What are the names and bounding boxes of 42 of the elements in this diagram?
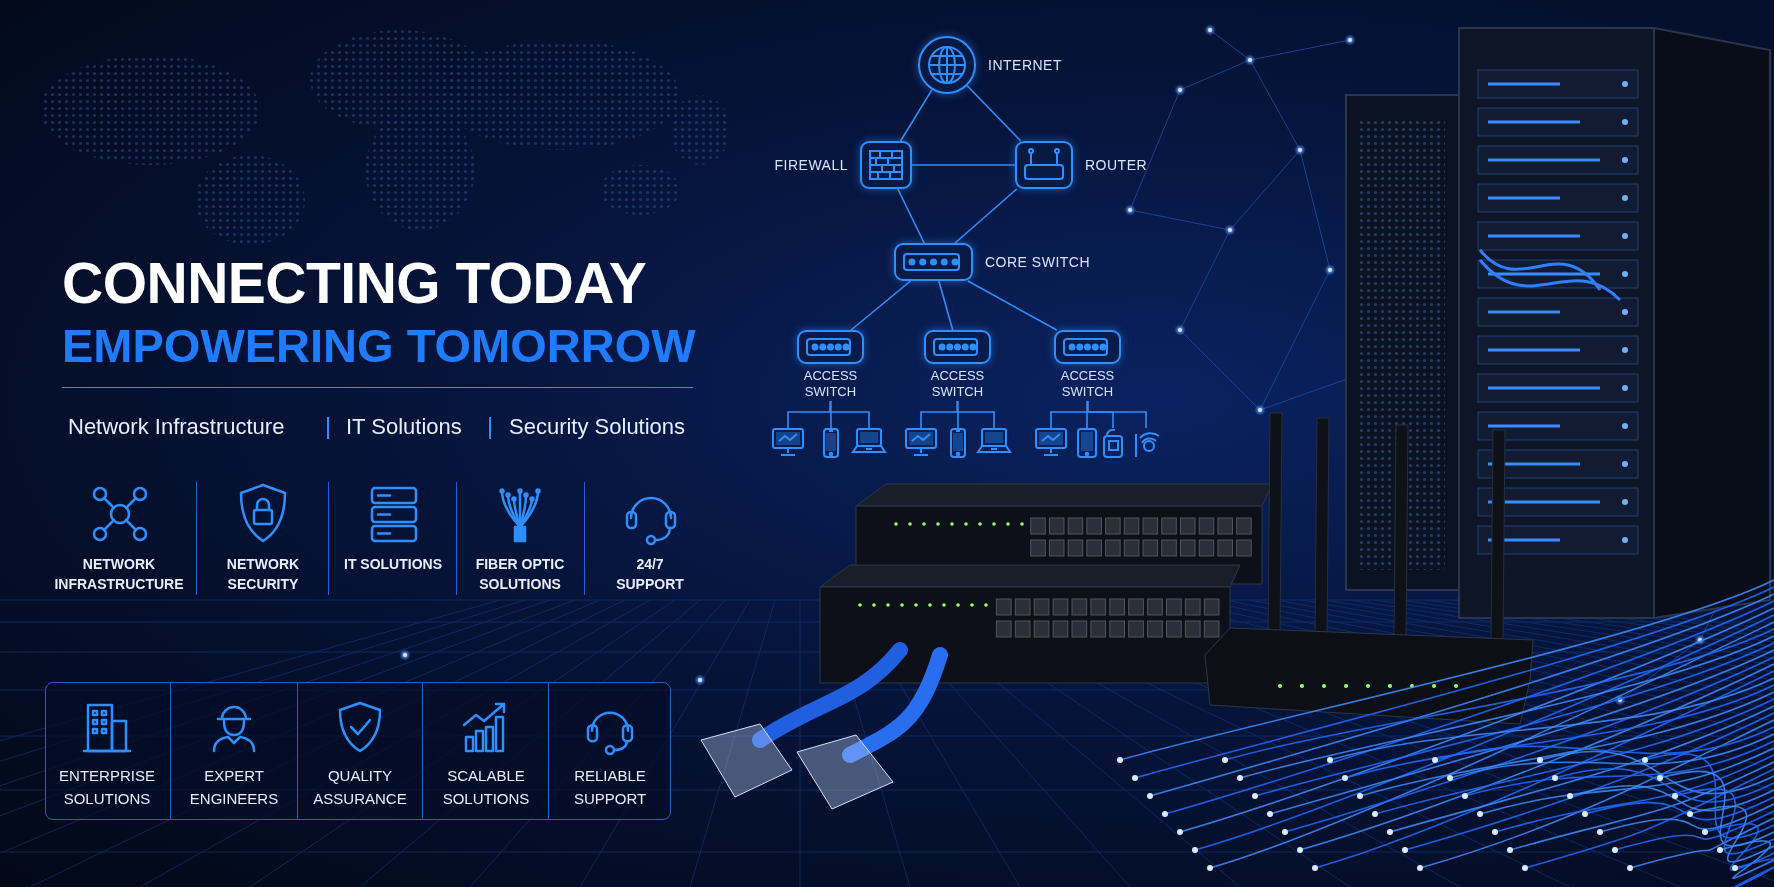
- feature-label: FIBER OPTIC SOLUTIONS: [474, 555, 566, 594]
- connector-line: [850, 280, 912, 331]
- feature-label: QUALITY ASSURANCE: [312, 766, 408, 809]
- feature-label: NETWORK SECURITY: [225, 555, 301, 594]
- connector-line: [938, 280, 954, 331]
- feature-label: ENTERPRISE SOLUTIONS: [58, 766, 156, 809]
- connector-line: [829, 400, 870, 429]
- node-label: ROUTER: [1085, 157, 1148, 173]
- feature-label: RELIABLE SUPPORT: [572, 766, 648, 809]
- node-label: ACCESS SWITCH: [1059, 368, 1116, 400]
- monitor-icon: [772, 428, 804, 456]
- laptop-icon: [978, 428, 1010, 454]
- monitor-icon: [1035, 428, 1067, 456]
- node-label: INTERNET: [988, 57, 1062, 73]
- connector-line: [1086, 400, 1147, 429]
- node-label: ACCESS SWITCH: [802, 368, 859, 400]
- tagline: EMPOWERING TOMORROW: [62, 318, 696, 373]
- service-text: Security Solutions: [509, 414, 686, 440]
- headline: CONNECTING TODAY: [62, 250, 647, 316]
- node-label: FIREWALL: [774, 157, 848, 173]
- connector-line: [954, 188, 1018, 244]
- node-label: CORE SWITCH: [985, 254, 1091, 270]
- tablet-icon: [1077, 428, 1097, 458]
- feature-label: IT SOLUTIONS: [343, 555, 443, 574]
- feature-label: 24/7 SUPPORT: [615, 555, 685, 594]
- feature-label: NETWORK INFRASTRUCTURE: [53, 555, 185, 594]
- desk-phone-icon: [1103, 428, 1123, 458]
- connector-line: [967, 280, 1058, 331]
- service-text: Network Infrastructure: [68, 414, 285, 440]
- feature-label: SCALABLE SOLUTIONS: [441, 766, 531, 809]
- node-label: ACCESS SWITCH: [929, 368, 986, 400]
- connector-line: [911, 164, 1016, 166]
- connector-line: [966, 85, 1022, 142]
- feature-label: EXPERT ENGINEERS: [188, 766, 280, 809]
- monitor-icon: [905, 428, 937, 456]
- phone-icon: [823, 428, 839, 458]
- connector-line: [899, 89, 933, 142]
- service-text: IT Solutions: [346, 414, 462, 440]
- phone-icon: [950, 428, 966, 458]
- connector-line: [956, 400, 995, 429]
- connector-line: [897, 188, 925, 244]
- laptop-icon: [853, 428, 885, 454]
